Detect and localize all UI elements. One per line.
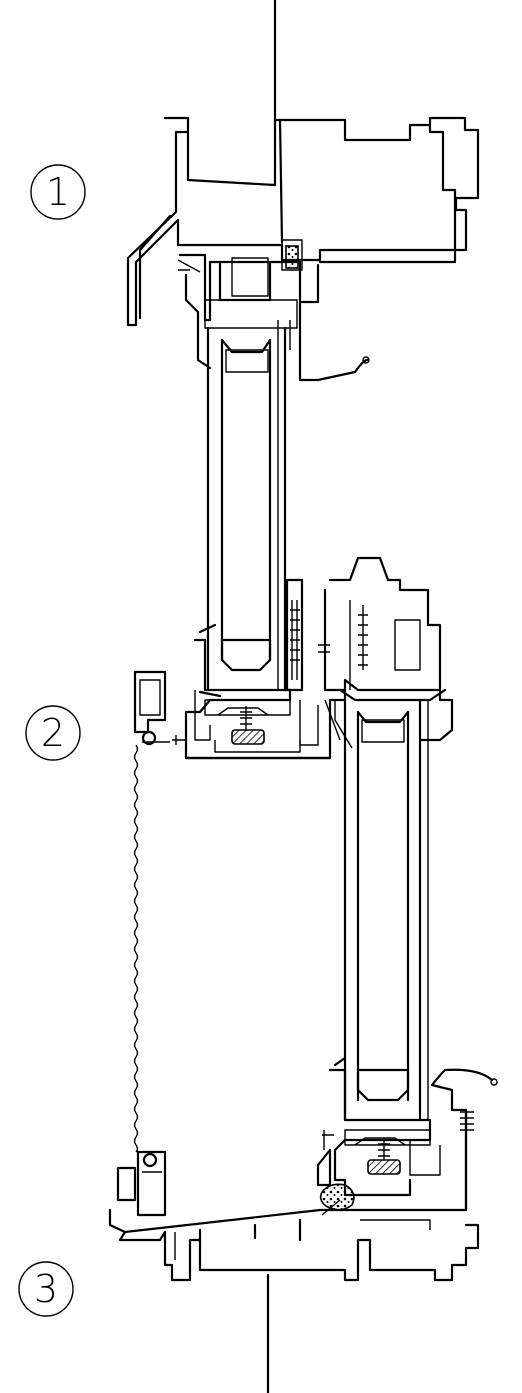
lower-sash-head	[323, 556, 454, 749]
lower-sash-glass	[343, 698, 429, 1122]
upper-sash-glass	[206, 320, 291, 692]
marker-2: 2	[25, 705, 81, 761]
lower-sash-bottom-rail	[316, 1056, 441, 1216]
sill-frame-profile	[108, 1068, 498, 1282]
marker-3: 3	[18, 1261, 74, 1317]
blind-bottom-rail	[116, 1150, 167, 1217]
meeting-rail-profile	[172, 578, 347, 760]
marker-3-label: 3	[34, 1267, 58, 1311]
marker-1: 1	[30, 164, 86, 220]
head-frame-profile	[126, 116, 480, 382]
marker-1-label: 1	[46, 170, 70, 214]
pleated-blind-fabric	[133, 744, 139, 1153]
marker-2-label: 2	[41, 711, 65, 755]
blind-top-rail	[133, 670, 170, 746]
wall-line	[266, 0, 277, 1393]
